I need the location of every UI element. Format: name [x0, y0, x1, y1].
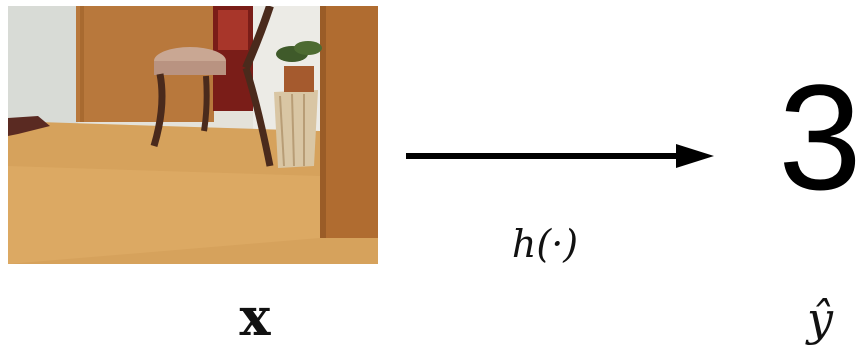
function-label: h(·) [511, 222, 579, 266]
predicted-value: 3 [778, 53, 862, 221]
input-photo [8, 6, 378, 264]
output-label: ŷ [807, 292, 833, 346]
room-photo-image [8, 6, 378, 264]
right-arrow-icon [406, 144, 714, 168]
input-label: x [239, 287, 271, 348]
